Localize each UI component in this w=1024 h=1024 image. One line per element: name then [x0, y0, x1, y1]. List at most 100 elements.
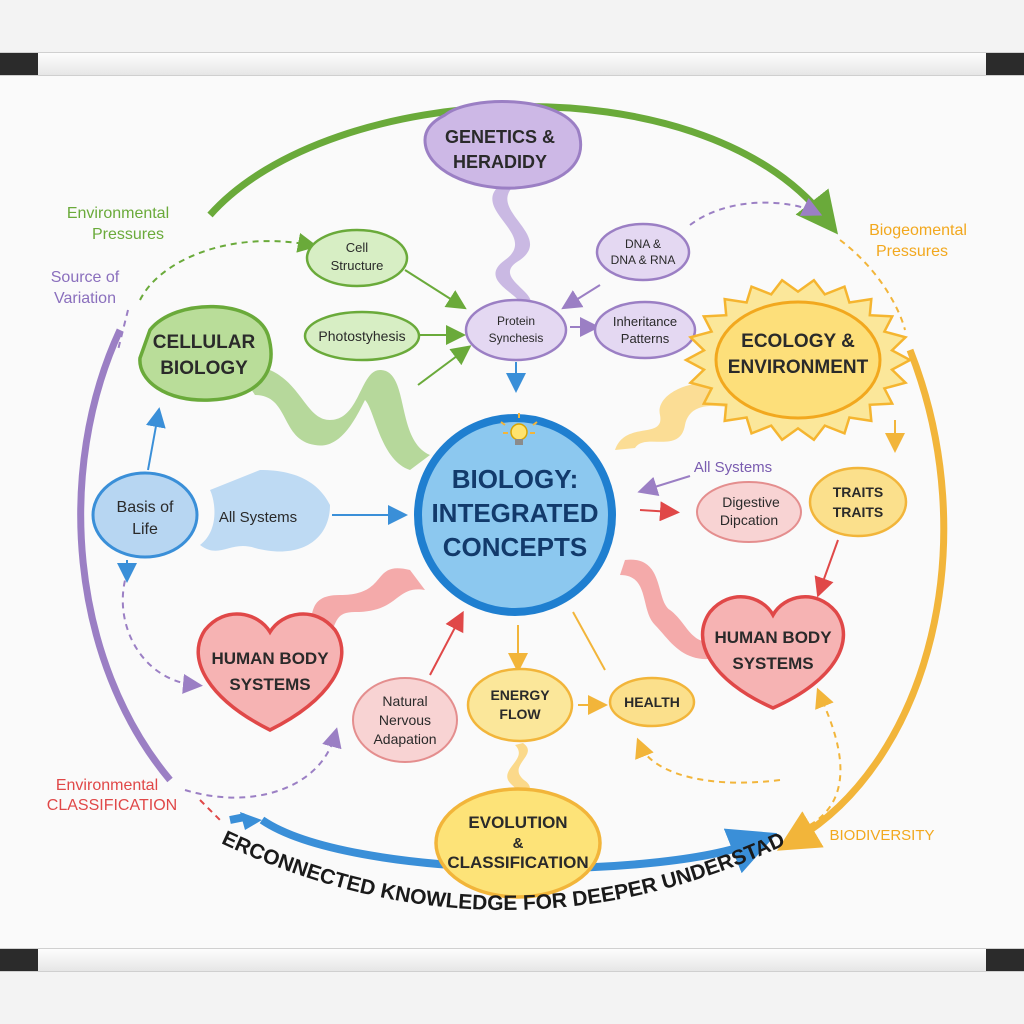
- node-human-left-label-1: HUMAN BODY: [211, 649, 329, 668]
- node-dna-rna: [595, 222, 691, 282]
- dashed-red: [199, 799, 221, 821]
- arrow-to-digestive: [639, 501, 680, 522]
- node-evolution-label-1: EVOLUTION: [468, 813, 567, 832]
- node-basis-of-life: [91, 471, 199, 559]
- arrow-cell-to-protein: [404, 269, 467, 310]
- node-dna-label-2: DNA & RNA: [611, 253, 676, 267]
- node-traits-label-1: TRAITS: [833, 484, 884, 500]
- nodes: GENETICS & HERADIDY Cell Structure Photo…: [91, 100, 913, 899]
- dashed-dna-top: [689, 197, 823, 226]
- arrow-allsystems-right: [637, 475, 691, 496]
- label-source-of-variation-2: Variation: [54, 290, 116, 307]
- outer-labels: Environmental Pressures Source of Variat…: [47, 205, 967, 844]
- node-basis-label-1: Basis of: [117, 499, 174, 516]
- arrow-center-to-health: [572, 611, 606, 671]
- dashed-health-loop: [635, 737, 781, 784]
- node-human-right-label-1: HUMAN BODY: [714, 628, 832, 647]
- ribbon-purple: [492, 185, 532, 314]
- outer-arc-purple: [77, 328, 173, 783]
- outer-arc-yellow: [776, 348, 948, 851]
- node-cell-structure-label-2: Structure: [331, 258, 384, 273]
- lightbulb-icon: [500, 413, 538, 445]
- node-protein-synthesis: [464, 298, 568, 362]
- node-protein-label-2: Synchesis: [489, 331, 544, 345]
- label-biogeomental-2: Pressures: [876, 243, 948, 260]
- center-label-2: INTEGRATED: [431, 498, 598, 528]
- dashed-bottom-right: [799, 687, 842, 831]
- label-biodiversity: BIODIVERSITY: [829, 827, 934, 844]
- solid-connectors: [117, 269, 905, 715]
- ribbon-green: [235, 364, 430, 470]
- dashed-env-to-cell: [139, 232, 318, 301]
- blob-all-systems-left: [200, 470, 330, 552]
- node-digestive: [696, 481, 802, 543]
- node-natural-nervous: [352, 677, 458, 763]
- node-nervous-label-1: Natural: [382, 693, 427, 709]
- node-protein-label-1: Protein: [497, 314, 535, 328]
- dashed-connectors: [117, 197, 906, 831]
- node-energy-label-2: FLOW: [499, 706, 541, 722]
- node-evolution: [434, 787, 602, 899]
- node-human-body-right: [700, 595, 846, 710]
- node-genetics-label-2: HERADIDY: [453, 152, 547, 172]
- node-ecology-label-1: ECOLOGY &: [741, 331, 855, 352]
- node-inheritance-label-2: Patterns: [621, 331, 670, 346]
- arrow-traits-to-human: [814, 539, 839, 598]
- label-source-of-variation-1: Source of: [51, 269, 120, 286]
- node-nervous-label-3: Adapation: [373, 731, 436, 747]
- center-node: [414, 414, 616, 616]
- node-evolution-label-2: &: [513, 835, 524, 852]
- dashed-variation: [117, 309, 129, 351]
- node-traits-label-2: TRAITS: [833, 504, 884, 520]
- dashed-bio-pressure: [839, 239, 906, 331]
- node-basis-label-2: Life: [132, 521, 158, 538]
- bottom-rod: [0, 948, 1024, 972]
- label-biogeomental-1: Biogeomental: [869, 222, 967, 239]
- label-environmental-pressures-1: Environmental: [67, 205, 169, 222]
- node-health: [608, 676, 696, 728]
- center-label-1: BIOLOGY:: [452, 464, 579, 494]
- label-env-classification-1: Environmental: [56, 777, 158, 794]
- outer-arc-blue-head: [240, 812, 262, 830]
- node-cellular-label-1: CELLULAR: [153, 332, 256, 353]
- node-health-label: HEALTH: [624, 694, 680, 710]
- node-nervous-label-2: Nervous: [379, 712, 431, 728]
- center-label-3: CONCEPTS: [443, 532, 587, 562]
- node-human-body-left: [196, 612, 344, 732]
- node-inheritance-label-1: Inheritance: [613, 314, 677, 329]
- node-all-systems-left: All Systems: [219, 509, 297, 526]
- arrow-basis-to-cellular: [146, 407, 166, 471]
- node-human-right-label-2: SYSTEMS: [732, 654, 813, 673]
- node-energy-flow: [466, 667, 574, 743]
- node-ecology: [714, 300, 882, 420]
- node-genetics: [423, 100, 583, 190]
- node-all-systems-right: All Systems: [694, 459, 772, 476]
- top-rod: [0, 52, 1024, 76]
- node-dna-label-1: DNA &: [625, 237, 661, 251]
- node-digestive-label-1: Digestive: [722, 494, 780, 510]
- node-ecology-label-2: ENVIRONMENT: [728, 357, 869, 378]
- node-cellular-label-2: BIOLOGY: [160, 358, 248, 379]
- node-human-left-label-2: SYSTEMS: [229, 675, 310, 694]
- label-environmental-pressures-2: Pressures: [92, 226, 164, 243]
- arrow-to-protein-2: [417, 345, 472, 386]
- dashed-left-loop: [121, 569, 203, 694]
- node-photosynthesis-label: Photostyhesis: [318, 328, 405, 344]
- node-photosynthesis: [303, 310, 421, 362]
- node-cell-structure: [305, 228, 409, 288]
- dashed-bottom-left: [184, 727, 342, 799]
- node-evolution-label-3: CLASSIFICATION: [447, 853, 588, 872]
- arrow-nervous-to-center: [429, 610, 464, 676]
- node-energy-label-1: ENERGY: [490, 687, 550, 703]
- node-inheritance: [593, 300, 697, 360]
- node-cellular-biology: [138, 304, 273, 402]
- label-env-classification-2: CLASSIFICATION: [47, 797, 177, 814]
- arrow-dna-to-protein: [561, 284, 601, 310]
- node-digestive-label-2: Dipcation: [720, 512, 778, 528]
- node-cell-structure-label-1: Cell: [346, 240, 369, 255]
- node-traits: [808, 466, 908, 538]
- node-genetics-label-1: GENETICS &: [445, 127, 555, 147]
- ribbon-red-right: [620, 559, 728, 660]
